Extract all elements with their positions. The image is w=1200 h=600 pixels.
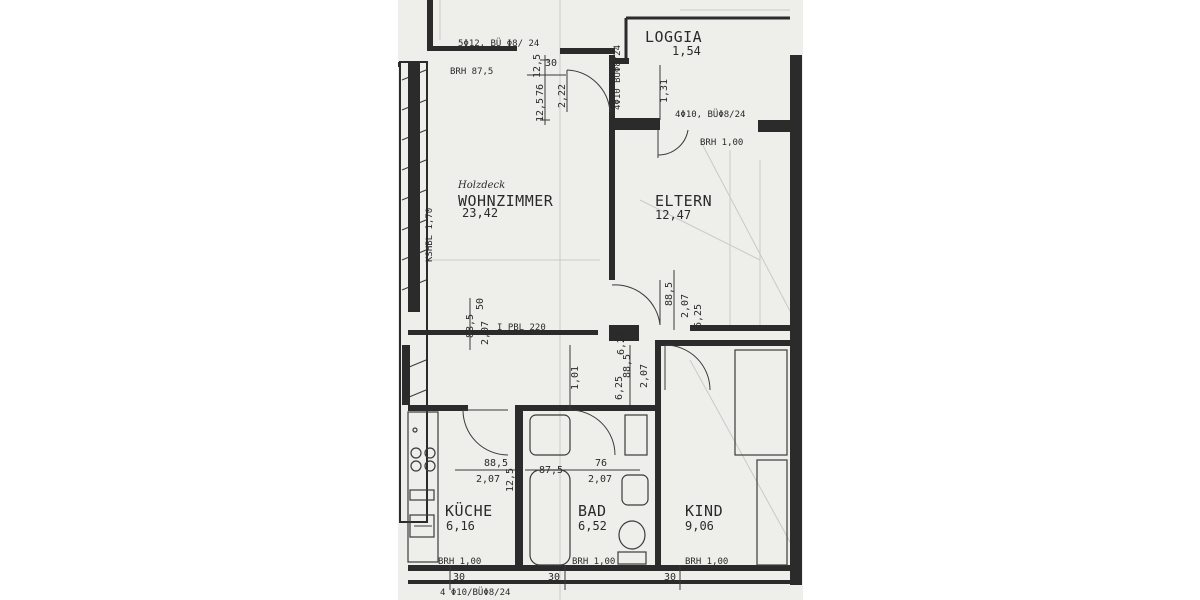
room-wohnzimmer-area: 23,42: [462, 206, 498, 220]
dim-76-a: 76: [535, 84, 546, 96]
annotation-rebar-top: 5Φ12, BÜ Φ8/ 24: [458, 38, 539, 49]
annotation-brh-eltern: BRH 1,00: [700, 138, 743, 148]
ghost-lines: [420, 0, 801, 600]
dim-2-07-c: 2,07: [639, 364, 650, 388]
dim-30-kueche: 30: [453, 572, 465, 583]
dim-12-5-kueche: 12,5: [505, 468, 516, 492]
dim-30-kind: 30: [664, 572, 676, 583]
room-kueche-name: KÜCHE: [445, 501, 493, 520]
room-eltern-name: ELTERN: [655, 192, 712, 210]
dim-12-5-b: 12,5: [535, 98, 546, 122]
annotation-pbl: I PBL 220: [497, 323, 546, 333]
room-eltern-area: 12,47: [655, 208, 691, 222]
room-loggia-area: 1,54: [672, 44, 701, 58]
room-kueche-area: 6,16: [446, 519, 475, 533]
dim-6-25-a: 6,25: [693, 304, 704, 328]
room-wohnzimmer-note: Holzdeck: [457, 180, 505, 191]
dim-2-07-a: 2,07: [680, 294, 691, 318]
paper-sheet: [398, 0, 803, 600]
annotation-kshbl: KSHBL 1,70: [425, 208, 435, 262]
dim-12-5-a: 12,5: [532, 54, 543, 78]
annotation-brh-kueche: BRH 1,00: [438, 557, 481, 567]
dim-6-25-c: 6,25: [614, 376, 625, 400]
dim-1-31: 1,31: [659, 79, 670, 103]
dim-30-bad: 30: [548, 572, 560, 583]
dim-76-bad: 76: [595, 458, 607, 469]
dim-88-5-c: 88,5: [622, 354, 633, 378]
walls: [398, 0, 802, 585]
room-loggia-name: LOGGIA: [645, 28, 702, 46]
annotation-brh-bad: BRH 1,00: [572, 557, 615, 567]
fixtures: [407, 349, 788, 566]
dim-30: 30: [545, 58, 557, 69]
room-kind-area: 9,06: [685, 519, 714, 533]
room-bad-area: 6,52: [578, 519, 607, 533]
annotation-rebar-bottom: 4 Φ10/BÜΦ8/24: [440, 587, 510, 598]
dim-1-01: 1,01: [570, 366, 581, 390]
dim-2-07-kueche: 2,07: [476, 474, 500, 485]
dim-lines: [449, 55, 681, 590]
dim-6-25-b: 6,25: [616, 331, 627, 355]
room-kind-name: KIND: [685, 502, 723, 520]
room-bad-name: BAD: [578, 502, 607, 520]
dim-88-5-a: 88,5: [664, 282, 675, 306]
dim-2-07-bad: 2,07: [588, 474, 612, 485]
room-wohnzimmer-name: WOHNZIMMER: [458, 192, 554, 210]
dim-50: 50: [475, 298, 486, 310]
dim-2-07-b: 2,07: [480, 321, 491, 345]
dim-2-22: 2,22: [557, 84, 568, 108]
annotation-rebar-left-vertical: 4Φ10 BÜΦ8/24: [612, 45, 623, 110]
doors: [462, 69, 711, 456]
dim-87-5-bad: 87,5: [539, 465, 563, 476]
dim-88-5-kueche: 88,5: [484, 458, 508, 469]
dim-88-5-b: 88,5: [465, 314, 476, 338]
annotation-brh-kind: BRH 1,00: [685, 557, 728, 567]
annotation-rebar-loggia: 4Φ10, BÜΦ8/24: [675, 109, 745, 120]
annotation-brh-wohn: BRH 87,5: [450, 67, 493, 77]
